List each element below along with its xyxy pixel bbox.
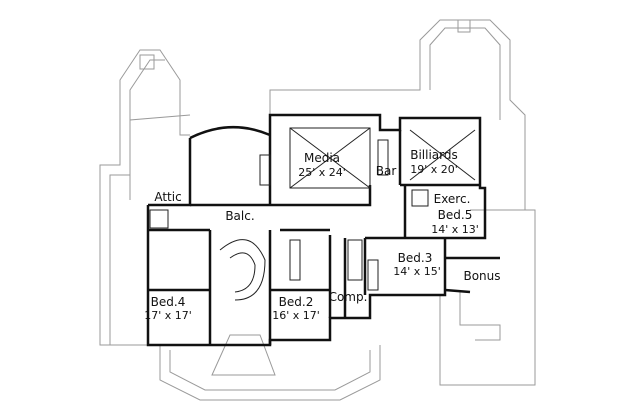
room-label-bed4: Bed.4 — [150, 295, 186, 309]
room-label-bed5: Bed.5 — [437, 208, 473, 222]
exterior-terrace-outlines — [99, 19, 536, 401]
room-size-bed3: 14' x 15' — [393, 265, 441, 278]
walls — [146, 113, 500, 347]
room-label-media: Media — [303, 151, 341, 165]
room-label-computer: Comp. — [328, 290, 368, 304]
room-label-bed2: Bed.2 — [278, 295, 314, 309]
room-size-billiards: 19' x 20' — [410, 163, 458, 176]
room-size-bed4: 17' x 17' — [144, 309, 192, 322]
room-label-billiards: Billiards — [410, 148, 458, 162]
room-size-media: 25' x 24' — [298, 166, 346, 179]
room-label-bed3: Bed.3 — [397, 251, 433, 265]
stair-and-fixtures — [149, 127, 476, 301]
room-label-bonus: Bonus — [463, 269, 501, 283]
room-label-balcony: Balc. — [225, 209, 255, 223]
room-size-bed5: 14' x 13' — [431, 223, 479, 236]
room-size-bed2: 16' x 17' — [272, 309, 320, 322]
room-label-bar: Bar — [375, 164, 397, 178]
room-label-attic: Attic — [154, 190, 182, 204]
room-label-exercise: Exerc. — [433, 192, 471, 206]
